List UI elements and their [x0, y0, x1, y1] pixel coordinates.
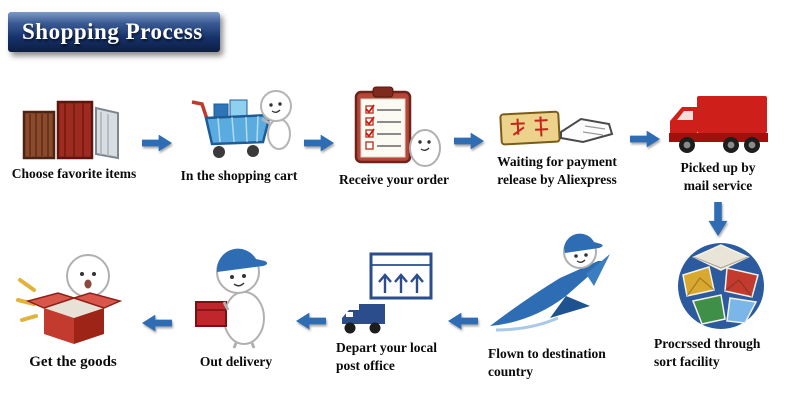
arrow-right-icon: [142, 132, 172, 154]
step-in-shopping-cart: In the shopping cart: [176, 80, 302, 185]
step-label: Picked up by mail service: [680, 160, 756, 193]
step-get-the-goods: Get the goods: [8, 246, 138, 373]
shopping-items-icon: [19, 96, 129, 162]
step-processed-through-sort-facility: Procrssed through sort facility: [648, 240, 793, 370]
step-label: In the shopping cart: [180, 168, 298, 183]
step-label: Receive your order: [339, 172, 449, 187]
shopping-cart-icon: [184, 80, 294, 164]
payment-card-icon: [497, 104, 617, 150]
open-goods-box-icon: [14, 246, 132, 350]
arrow-left-icon: [448, 310, 478, 332]
step-waiting-for-payment: Waiting for payment release by Aliexpres…: [486, 104, 628, 188]
step-label: Out delivery: [199, 354, 273, 369]
order-clipboard-icon: [344, 86, 444, 168]
step-receive-your-order: Receive your order: [336, 86, 452, 189]
post-office-truck-icon: [337, 250, 437, 336]
airplane-icon: [486, 230, 618, 342]
arrow-right-icon: [454, 130, 484, 152]
step-label: Choose favorite items: [11, 166, 137, 181]
step-choose-favorite-items: Choose favorite items: [10, 96, 138, 183]
step-label: Get the goods: [29, 354, 117, 370]
step-flown-to-destination-country: Flown to destination country: [482, 230, 622, 380]
step-label: Waiting for payment release by Aliexpres…: [497, 154, 617, 187]
sort-facility-globe-icon: [675, 240, 767, 332]
step-label: Procrssed through sort facility: [654, 336, 761, 369]
delivery-courier-icon: [186, 238, 286, 350]
arrow-down-icon: [706, 202, 730, 236]
step-label: Depart your local post office: [336, 340, 437, 373]
mail-truck-icon: [665, 92, 771, 156]
arrow-left-icon: [296, 310, 326, 332]
arrow-right-icon: [630, 128, 660, 150]
step-picked-up-by-mail-service: Picked up by mail service: [662, 92, 774, 194]
page-title: Shopping Process: [22, 19, 203, 44]
arrow-right-icon: [304, 132, 334, 154]
title-banner: Shopping Process: [8, 12, 220, 52]
step-out-delivery: Out delivery: [180, 238, 292, 371]
arrow-left-icon: [142, 312, 172, 334]
step-depart-local-post-office: Depart your local post office: [330, 250, 444, 374]
step-label: Flown to destination country: [488, 346, 606, 379]
